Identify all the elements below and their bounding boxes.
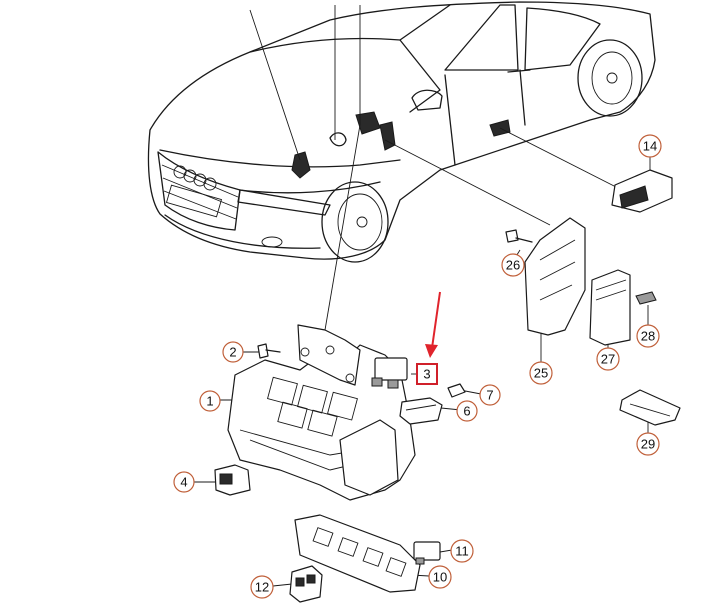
callout-2[interactable]: 2 bbox=[222, 341, 244, 363]
svg-text:25: 25 bbox=[534, 366, 548, 381]
svg-text:28: 28 bbox=[641, 329, 655, 344]
callout-14[interactable]: 14 bbox=[638, 134, 662, 158]
front-wheel bbox=[321, 181, 389, 263]
highlight-arrow bbox=[425, 291, 441, 358]
part-bolt bbox=[505, 229, 533, 243]
callout-26[interactable]: 26 bbox=[501, 253, 525, 277]
callout-1[interactable]: 1 bbox=[199, 390, 221, 412]
part-relay bbox=[371, 357, 408, 389]
callout-7[interactable]: 7 bbox=[479, 384, 501, 406]
svg-text:12: 12 bbox=[255, 580, 269, 595]
svg-text:1: 1 bbox=[206, 394, 213, 409]
part-fuse-carrier-bracket bbox=[227, 324, 416, 501]
callout-10[interactable]: 10 bbox=[428, 565, 452, 589]
svg-text:11: 11 bbox=[455, 544, 469, 559]
part-fuse-small bbox=[447, 383, 466, 398]
callout-3[interactable]: 3 bbox=[416, 363, 438, 385]
svg-text:7: 7 bbox=[486, 388, 493, 403]
svg-text:26: 26 bbox=[506, 258, 520, 273]
part-multi-connector bbox=[289, 565, 323, 603]
callout-29[interactable]: 29 bbox=[636, 432, 660, 456]
part-screw bbox=[257, 343, 281, 359]
svg-text:27: 27 bbox=[601, 352, 615, 367]
svg-text:2: 2 bbox=[229, 345, 236, 360]
part-blade-fuse bbox=[635, 291, 657, 305]
callout-27[interactable]: 27 bbox=[596, 347, 620, 371]
car-illustration bbox=[147, 1, 656, 263]
callout-4[interactable]: 4 bbox=[173, 471, 195, 493]
part-connector-housing bbox=[399, 397, 443, 425]
part-control-unit bbox=[611, 169, 673, 213]
part-relay-small bbox=[413, 541, 441, 565]
rear-wheel bbox=[577, 39, 643, 117]
callout-28[interactable]: 28 bbox=[636, 324, 660, 348]
svg-text:3: 3 bbox=[423, 367, 430, 382]
part-plug bbox=[214, 464, 251, 496]
part-fuse-strip bbox=[619, 389, 681, 426]
part-electronics-module bbox=[589, 269, 631, 346]
svg-text:4: 4 bbox=[180, 475, 187, 490]
svg-text:14: 14 bbox=[643, 139, 657, 154]
svg-text:6: 6 bbox=[463, 404, 470, 419]
svg-text:10: 10 bbox=[433, 570, 447, 585]
callout-12[interactable]: 12 bbox=[250, 575, 274, 599]
callout-25[interactable]: 25 bbox=[529, 361, 553, 385]
callout-11[interactable]: 11 bbox=[450, 539, 474, 563]
part-relay-carrier-rail bbox=[294, 514, 421, 593]
callout-6[interactable]: 6 bbox=[456, 400, 478, 422]
brand-rings-logo bbox=[173, 165, 217, 191]
part-vertical-bracket bbox=[524, 217, 586, 336]
svg-text:29: 29 bbox=[641, 437, 655, 452]
